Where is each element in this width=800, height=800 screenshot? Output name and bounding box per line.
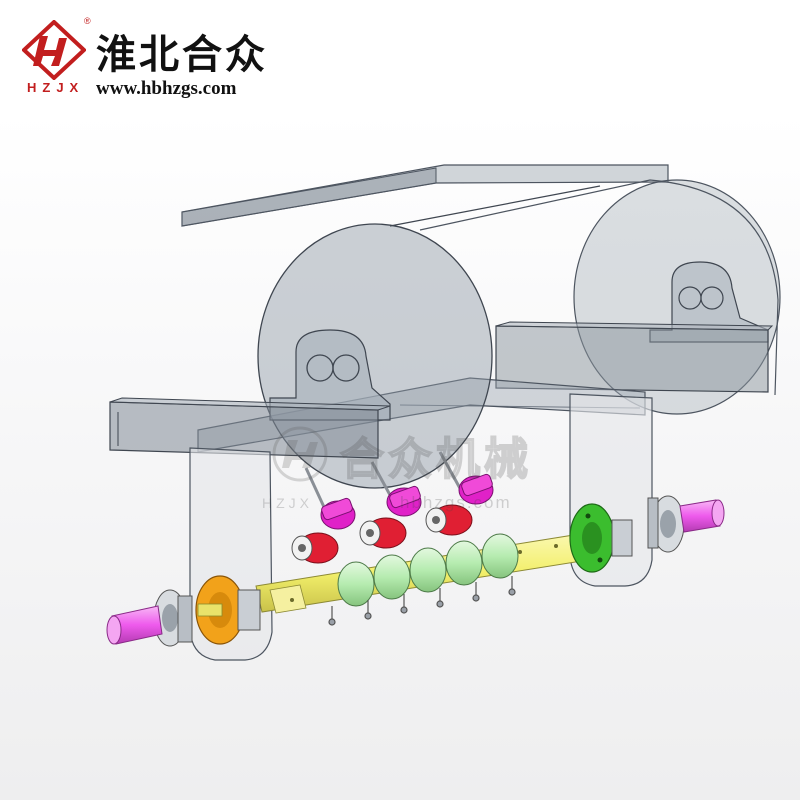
header: ® 淮北合众 HZJX www.hbhzgs.com — [0, 0, 800, 112]
left-channel-beam — [109, 397, 391, 459]
rotary-ring-5 — [481, 533, 519, 579]
left-orange-flange — [195, 575, 261, 645]
rotary-ring-1 — [337, 561, 375, 607]
left-shaft-end — [106, 605, 163, 645]
valve-3 — [425, 451, 494, 536]
right-bearing — [647, 495, 685, 553]
right-green-flange — [569, 503, 633, 573]
brand-url: www.hbhzgs.com — [96, 78, 237, 99]
cad-drawing: 合众机械 HZJX hbhzgs.com — [0, 112, 800, 800]
rotary-ring-3 — [409, 547, 447, 593]
valve-manifold — [291, 451, 494, 564]
valve-1 — [291, 467, 356, 564]
valve-2 — [359, 461, 422, 549]
brand-abbreviation: HZJX — [27, 80, 85, 95]
hzjx-logo-icon — [22, 20, 86, 80]
watermark-abbr: HZJX — [262, 495, 313, 511]
watermark-name: 合众机械 — [340, 434, 532, 485]
rotary-ring-2 — [373, 554, 411, 600]
watermark-logo-icon — [272, 426, 328, 482]
watermark-url: hbhzgs.com — [400, 493, 512, 512]
right-shaft-end — [679, 499, 725, 533]
right-channel-beam — [495, 321, 774, 393]
front-bearing-bracket — [269, 329, 391, 421]
rotary-rings — [337, 533, 519, 607]
watermark: 合众机械 HZJX hbhzgs.com — [262, 426, 532, 512]
rear-bearing-bracket — [649, 261, 769, 343]
brand-name: 淮北合众 — [96, 32, 268, 78]
registered-mark: ® — [84, 16, 91, 26]
rotary-ring-4 — [445, 540, 483, 586]
ring-fasteners — [328, 576, 516, 626]
